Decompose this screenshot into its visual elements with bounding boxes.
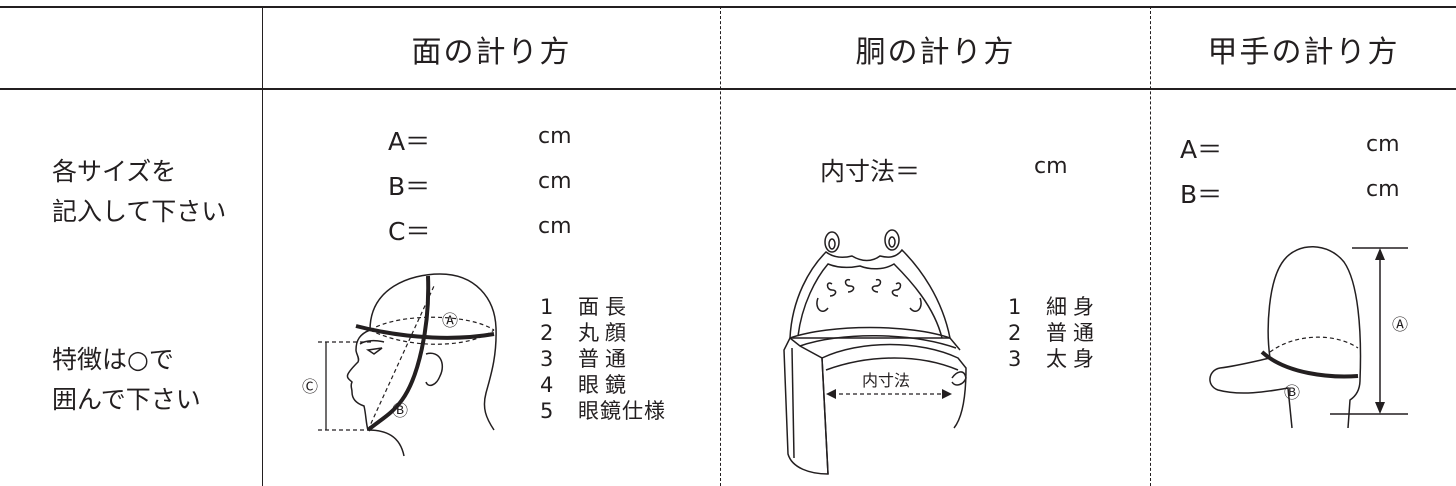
men-measure-a-unit: cm [538, 124, 572, 149]
head-measurement-diagram: Ⓐ Ⓑ Ⓒ [302, 273, 497, 457]
men-measure-c-label: C＝ [388, 217, 431, 246]
marker-b: Ⓑ [392, 401, 408, 420]
kote-measure-a-label: A＝ [1180, 135, 1223, 164]
do-measure-label: 内寸法＝ [820, 157, 921, 186]
marker-a: Ⓐ [442, 311, 458, 330]
do-kote-divider [1150, 6, 1151, 486]
instruction-circle-features: 特徴は○で 囲んで下さい [52, 340, 201, 420]
kote-measure-a-unit: cm [1366, 132, 1400, 157]
header-men: 面の計り方 [411, 35, 572, 70]
header-do: 胴の計り方 [855, 35, 1016, 70]
instruction-enter-sizes: 各サイズを 記入して下さい [52, 152, 226, 232]
kote-measure-b-label: B＝ [1180, 180, 1223, 209]
instruction-line: 記入して下さい [52, 197, 227, 226]
inner-dimension-label: 内寸法 [862, 371, 910, 390]
label-column-divider [262, 6, 263, 486]
do-measure-unit: cm [1034, 154, 1068, 179]
men-measure-b-label: B＝ [388, 172, 431, 201]
instruction-line: 囲んで下さい [52, 385, 201, 414]
instruction-line: 各サイズを [52, 157, 177, 186]
table-top-border [0, 6, 1456, 8]
men-measure-a-label: A＝ [388, 127, 431, 156]
men-do-divider [720, 6, 721, 486]
do-armor-diagram: 内寸法 [783, 229, 967, 475]
marker-c: Ⓒ [302, 377, 318, 396]
marker-b: Ⓑ [1284, 383, 1300, 402]
marker-a: Ⓐ [1392, 315, 1408, 334]
instruction-line: 特徴は○で [52, 345, 174, 374]
men-measure-c-unit: cm [538, 214, 572, 239]
kote-measure-b-unit: cm [1366, 177, 1400, 202]
kote-glove-diagram: Ⓐ Ⓑ [1209, 246, 1408, 429]
header-kote: 甲手の計り方 [1207, 35, 1400, 70]
men-measure-b-unit: cm [538, 169, 572, 194]
header-divider [0, 88, 1456, 90]
